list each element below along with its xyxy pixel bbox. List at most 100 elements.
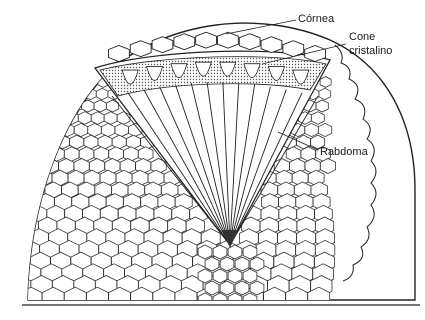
- facet: [28, 159, 43, 174]
- facet: [235, 257, 249, 271]
- facet: [235, 281, 249, 295]
- facet: [67, 65, 77, 75]
- facet: [73, 88, 85, 99]
- facet: [124, 147, 139, 161]
- facet: [311, 112, 324, 125]
- label-cone-line1: Cone: [349, 31, 375, 43]
- facet: [53, 77, 64, 88]
- facet: [40, 112, 53, 125]
- facet: [13, 135, 27, 149]
- facet: [35, 147, 50, 161]
- facet: [243, 269, 257, 283]
- facet: [12, 159, 27, 174]
- facet: [57, 100, 69, 112]
- facet: [213, 269, 227, 283]
- facet: [213, 245, 227, 259]
- corneal-lens: [109, 46, 130, 62]
- facet: [320, 77, 331, 88]
- facet: [38, 88, 50, 99]
- facet: [87, 77, 98, 88]
- facet: [31, 77, 42, 88]
- facet: [220, 257, 234, 271]
- facet: [42, 77, 53, 88]
- facet: [45, 100, 57, 112]
- label-rhabdom: Rabdoma: [320, 146, 369, 158]
- facet: [69, 100, 81, 112]
- facet: [14, 88, 26, 99]
- facet: [78, 65, 88, 75]
- facet: [11, 205, 29, 222]
- facet: [27, 135, 41, 149]
- facet: [243, 245, 257, 259]
- facet: [205, 281, 219, 295]
- facet: [11, 229, 30, 248]
- facet: [96, 88, 108, 99]
- facet: [88, 123, 102, 136]
- facet: [98, 135, 112, 149]
- facet: [104, 112, 117, 125]
- facet: [20, 194, 37, 211]
- facet: [12, 182, 28, 198]
- facet: [36, 65, 46, 75]
- facet: [15, 65, 25, 75]
- facet: [78, 112, 91, 125]
- facet: [316, 100, 328, 112]
- corneal-lens: [283, 41, 304, 57]
- facet: [205, 257, 219, 271]
- facet: [76, 77, 87, 88]
- facet: [198, 245, 212, 259]
- corneal-lens: [130, 41, 151, 57]
- facet: [319, 88, 331, 99]
- facet: [20, 147, 35, 161]
- facet: [74, 123, 87, 136]
- label-cone-line2: cristalino: [349, 45, 392, 57]
- facet: [250, 257, 264, 271]
- facet: [52, 112, 65, 125]
- facet: [10, 252, 30, 272]
- corneal-lens: [196, 32, 217, 48]
- facet: [26, 88, 38, 99]
- facet: [46, 65, 56, 75]
- facet: [34, 123, 47, 136]
- facet: [305, 123, 319, 136]
- facet: [41, 135, 55, 149]
- facet: [115, 123, 128, 136]
- facet: [57, 65, 67, 75]
- facet: [47, 123, 60, 136]
- facet: [318, 123, 331, 136]
- facet: [27, 112, 40, 125]
- facet: [112, 135, 126, 149]
- facet: [20, 77, 31, 88]
- facet: [56, 135, 70, 149]
- facet: [20, 123, 34, 136]
- facet: [32, 100, 44, 112]
- facet: [101, 123, 114, 136]
- facet: [138, 147, 153, 161]
- corneal-lens: [218, 32, 239, 48]
- corneal-lens: [174, 34, 195, 50]
- label-cornea: Córnea: [298, 13, 335, 25]
- facet: [198, 269, 212, 283]
- corneal-lens: [261, 37, 282, 53]
- facet: [49, 88, 61, 99]
- facet: [250, 281, 264, 295]
- facet: [320, 159, 335, 174]
- corneal-lens: [152, 37, 173, 53]
- facet: [61, 88, 73, 99]
- facet: [126, 135, 140, 149]
- facet: [20, 170, 36, 186]
- facet: [91, 112, 104, 125]
- facet: [220, 281, 234, 295]
- facet: [14, 112, 27, 125]
- facet: [9, 276, 30, 297]
- corneal-lens: [239, 34, 260, 50]
- facet: [25, 65, 35, 75]
- facet: [20, 100, 32, 112]
- facet: [65, 77, 76, 88]
- facet: [228, 269, 242, 283]
- facet: [43, 159, 58, 174]
- facet: [94, 100, 106, 112]
- facet: [117, 112, 130, 125]
